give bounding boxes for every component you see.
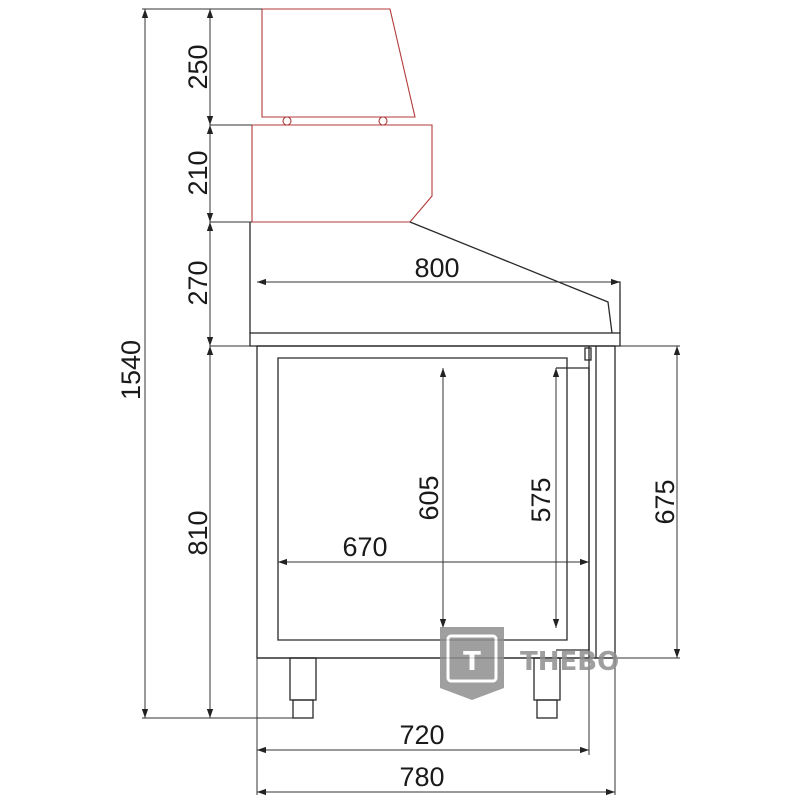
dim-label-body-width: 720 — [399, 720, 444, 750]
dimension-labels: 250 210 270 810 1540 605 575 675 800 670… — [116, 44, 680, 792]
dim-label-door-height: 575 — [526, 477, 556, 522]
dim-label-inner-width: 670 — [342, 532, 387, 562]
foot-left — [289, 657, 317, 701]
hood-upper-glass — [261, 8, 416, 118]
worktop — [249, 332, 621, 347]
slope-line — [409, 221, 613, 334]
logo-brand-name: THEBO — [520, 647, 619, 677]
door-handle — [584, 347, 592, 361]
foot-left-pad — [292, 699, 314, 719]
door-panel — [556, 367, 590, 651]
logo-mark-frame — [446, 634, 498, 683]
dim-label-top-width: 800 — [414, 253, 459, 283]
cabinet-outline — [249, 221, 621, 659]
hood-hinge-right — [378, 116, 388, 126]
foot-right-pad — [536, 699, 558, 719]
dim-label-hood-lower: 210 — [183, 150, 213, 195]
dim-label-total-height: 1540 — [116, 340, 146, 400]
logo-mark-letter: T — [463, 647, 481, 677]
dim-label-slope: 270 — [183, 260, 213, 305]
dimension-lines — [141, 9, 681, 796]
slope-edge-right — [612, 281, 621, 333]
dim-label-total-width: 780 — [399, 762, 444, 792]
thebo-logo: T THEBO — [440, 627, 619, 700]
feet — [289, 657, 561, 719]
door-frame — [588, 346, 597, 658]
cabinet-inner — [277, 357, 568, 641]
dim-label-hood-top: 250 — [183, 44, 213, 89]
dim-label-cabinet: 810 — [183, 510, 213, 555]
hood-lower-box — [251, 124, 433, 223]
dim-label-inner-height: 605 — [414, 475, 444, 520]
hood-hinge-left — [282, 116, 292, 126]
sneeze-guard — [251, 8, 433, 223]
dim-label-outer-height: 675 — [650, 479, 680, 524]
extension-lines — [142, 8, 680, 795]
